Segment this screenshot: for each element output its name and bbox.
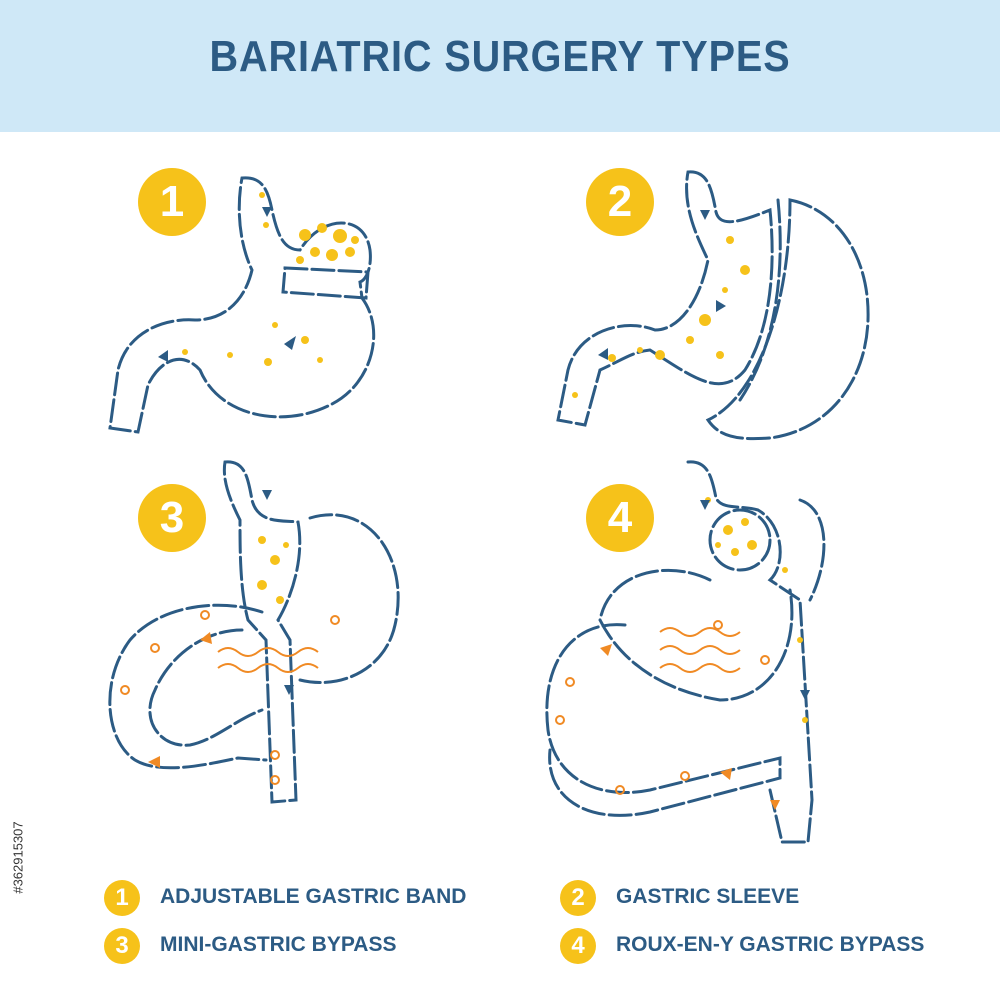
legend-label-3: MINI-GASTRIC BYPASS — [160, 933, 397, 956]
legend-badge-2: 2 — [560, 880, 596, 916]
stomach-band-illustration — [108, 176, 376, 434]
figure-2-badge: 2 — [586, 168, 654, 236]
figure-1-badge: 1 — [138, 168, 206, 236]
mini-bypass-illustration — [108, 460, 400, 804]
figure-3-badge: 3 — [138, 484, 206, 552]
legend-label-1: ADJUSTABLE GASTRIC BAND — [160, 885, 467, 908]
legend-badge-1: 1 — [104, 880, 140, 916]
legend-label-2: GASTRIC SLEEVE — [616, 885, 800, 908]
figure-4-badge: 4 — [586, 484, 654, 552]
legend-badge-3: 3 — [104, 928, 140, 964]
legend-label-4: ROUX-EN-Y GASTRIC BYPASS — [616, 933, 925, 956]
stomach-sleeve-illustration — [556, 170, 870, 441]
roux-en-y-illustration — [545, 460, 826, 844]
stock-watermark: #362915307 — [10, 821, 26, 894]
header-banner — [0, 0, 1000, 132]
legend-badge-4: 4 — [560, 928, 596, 964]
page-title: BARIATRIC SURGERY TYPES — [209, 32, 791, 81]
